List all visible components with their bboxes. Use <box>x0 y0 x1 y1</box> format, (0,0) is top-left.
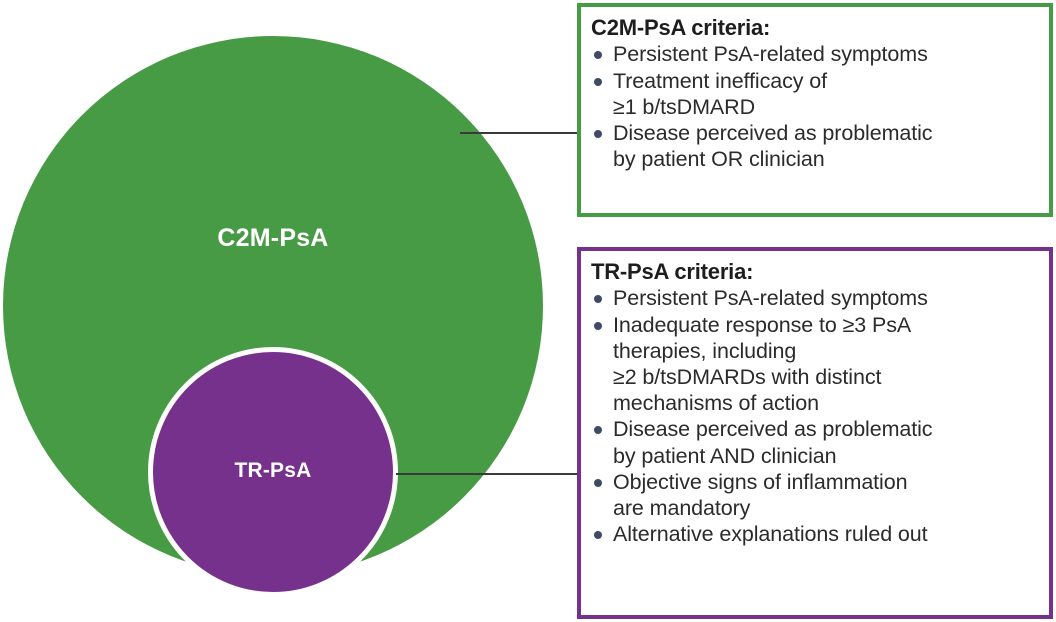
list-item-text: Alternative explanations ruled out <box>613 522 928 547</box>
list-item: Inadequate response to ≥3 PsA therapies,… <box>591 312 1039 417</box>
bullet-dot-icon <box>594 77 602 86</box>
venn-area: C2M-PsA TR-PsA <box>3 36 543 597</box>
bullet-dot-icon <box>594 426 602 435</box>
list-item: Alternative explanations ruled out <box>591 521 1039 547</box>
bullet-dot-icon <box>594 321 602 330</box>
tr-psa-criteria-title: TR-PsA criteria: <box>591 259 754 284</box>
list-item-text: Disease perceived as problematic by pati… <box>613 120 933 172</box>
list-item-text: Inadequate response to ≥3 PsA therapies,… <box>613 312 912 416</box>
c2m-psa-criteria-title: C2M-PsA criteria: <box>591 15 771 40</box>
list-item: Disease perceived as problematic by pati… <box>591 416 1039 468</box>
list-item: Objective signs of inflammation are mand… <box>591 469 1039 521</box>
bullet-dot-icon <box>594 129 602 138</box>
connector-line-tr <box>396 473 580 475</box>
connector-line-c2m <box>460 132 580 134</box>
bullet-dot-icon <box>594 531 602 540</box>
list-item-text: Persistent PsA-related symptoms <box>613 286 928 311</box>
tr-psa-criteria-box: TR-PsA criteria: Persistent PsA-related … <box>577 247 1053 619</box>
list-item-text: Persistent PsA-related symptoms <box>613 42 928 67</box>
tr-psa-criteria-list: Persistent PsA-related symptoms Inadequa… <box>591 285 1039 547</box>
c2m-psa-criteria-box: C2M-PsA criteria: Persistent PsA-related… <box>577 3 1053 217</box>
inner-circle-tr-psa <box>148 347 398 597</box>
c2m-psa-criteria-list: Persistent PsA-related symptoms Treatmen… <box>591 41 1039 172</box>
inner-circle-label: TR-PsA <box>234 459 312 482</box>
bullet-dot-icon <box>594 51 602 60</box>
list-item-text: Objective signs of inflammation are mand… <box>613 469 908 521</box>
list-item-text: Disease perceived as problematic by pati… <box>613 417 933 468</box>
list-item: Persistent PsA-related symptoms <box>591 41 1039 67</box>
bullet-dot-icon <box>594 478 602 487</box>
list-item: Disease perceived as problematic by pati… <box>591 120 1039 172</box>
list-item: Persistent PsA-related symptoms <box>591 285 1039 311</box>
bullet-dot-icon <box>594 295 602 304</box>
outer-circle-label: C2M-PsA <box>217 224 329 252</box>
list-item: Treatment inefficacy of ≥1 b/tsDMARD <box>591 68 1039 120</box>
list-item-text: Treatment inefficacy of ≥1 b/tsDMARD <box>613 68 827 119</box>
